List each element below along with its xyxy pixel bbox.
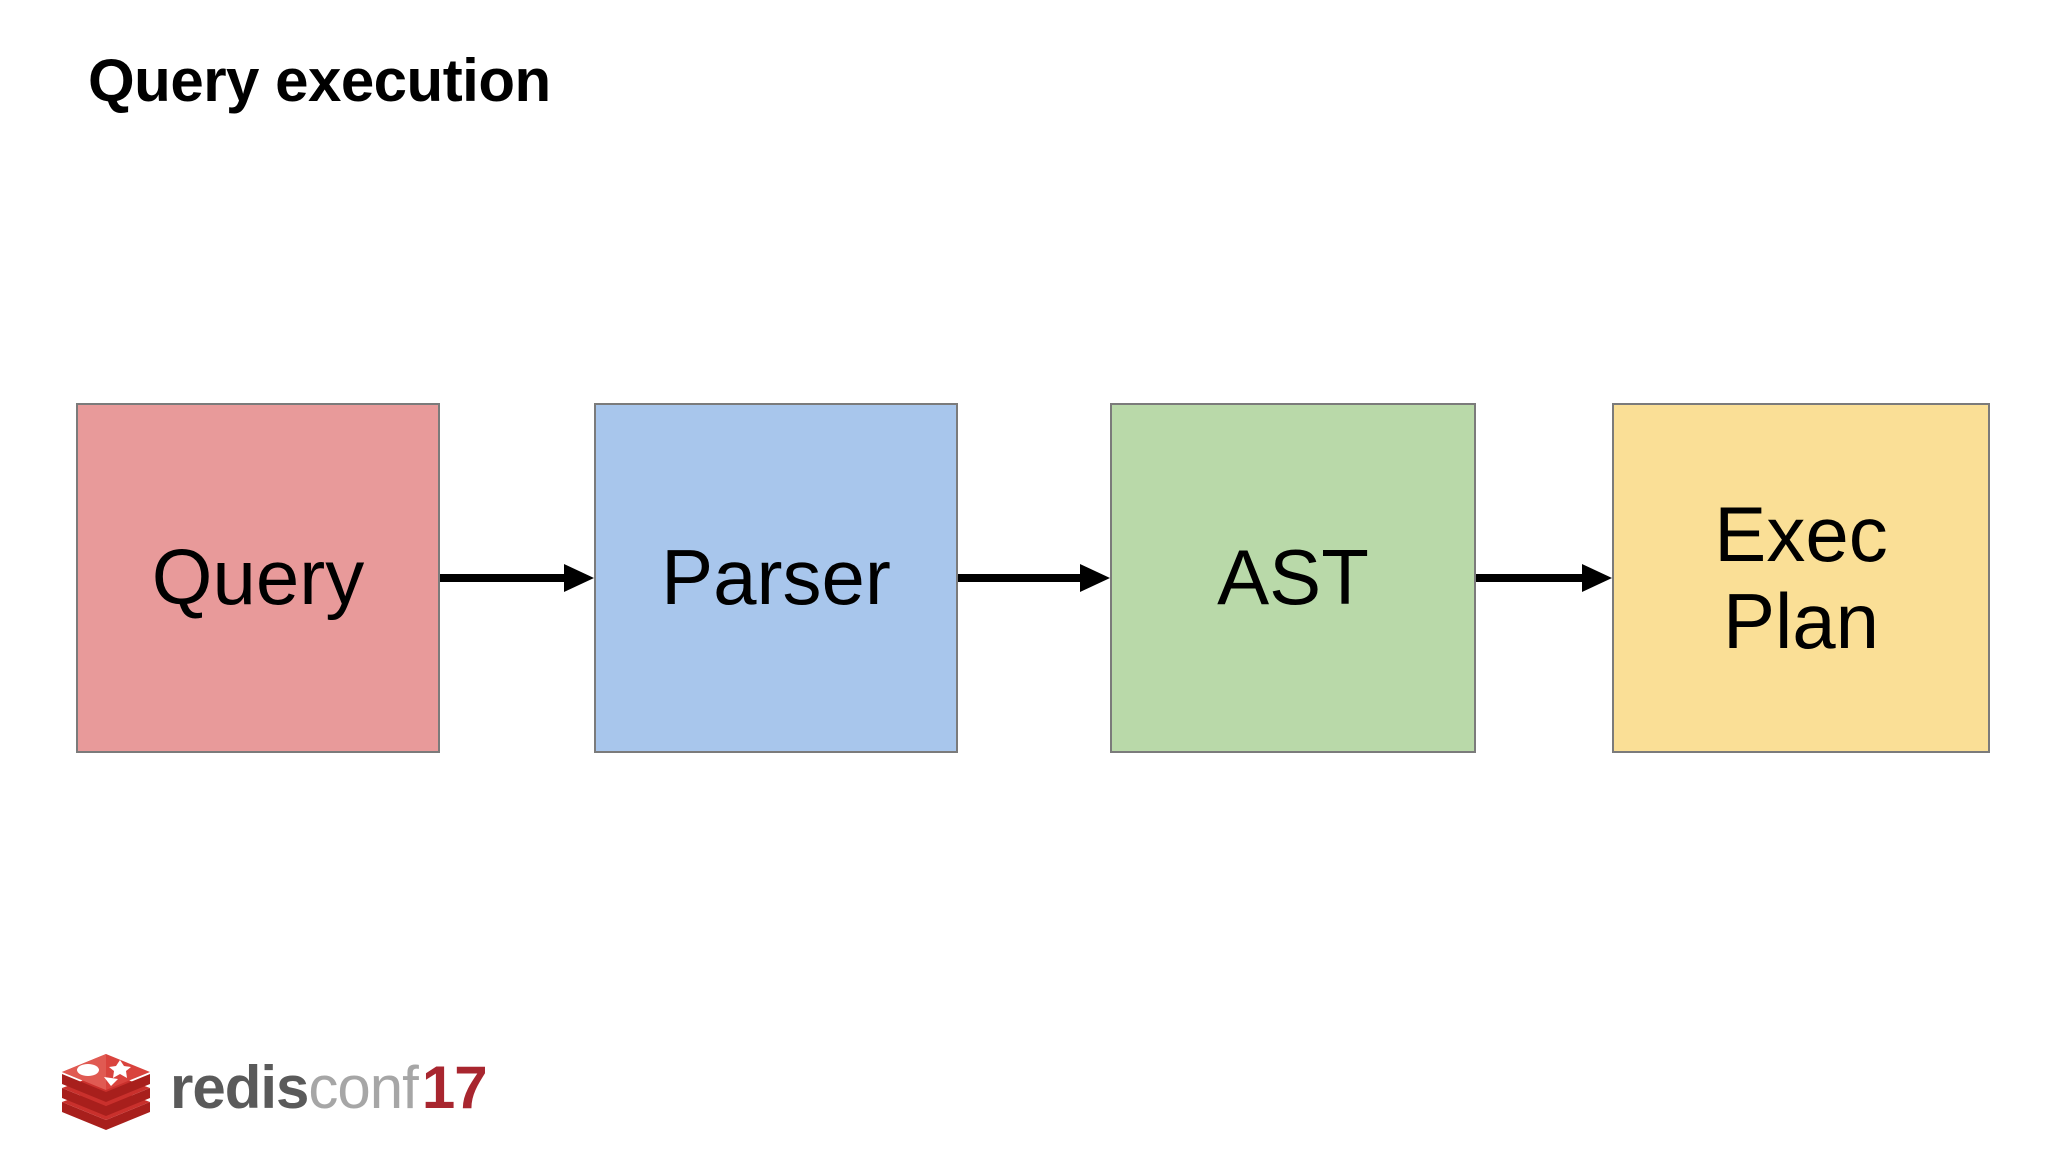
arrow-head-icon (564, 564, 594, 592)
arrow-head-icon (1582, 564, 1612, 592)
diagram-node-parser-label: Parser (661, 533, 891, 622)
arrow-shaft (440, 574, 564, 582)
diagram-node-exec-plan-label: Exec Plan (1714, 489, 1888, 665)
logo-wordmark-redis: redis (170, 1054, 309, 1121)
diagram-node-ast[interactable]: AST (1110, 403, 1476, 753)
page-title: Query execution (88, 47, 551, 114)
logo-wordmark: redis conf 17 (170, 1054, 488, 1121)
arrow-shaft (958, 574, 1080, 582)
logo-wordmark-year: 17 (421, 1054, 488, 1121)
arrow-head-icon (1080, 564, 1110, 592)
diagram-node-exec-plan[interactable]: Exec Plan (1612, 403, 1990, 753)
diagram-node-ast-label: AST (1217, 533, 1369, 622)
redis-cube-icon (58, 1046, 154, 1130)
diagram-arrow-parser-to-ast (958, 560, 1110, 596)
logo-wordmark-conf: conf (308, 1054, 418, 1121)
diagram-arrow-query-to-parser (440, 560, 594, 596)
diagram-node-query-label: Query (151, 533, 365, 622)
diagram-node-query[interactable]: Query (76, 403, 440, 753)
arrow-shaft (1476, 574, 1582, 582)
redisconf-logo: redis conf 17 (58, 1040, 488, 1136)
diagram-node-parser[interactable]: Parser (594, 403, 958, 753)
diagram-arrow-ast-to-exec-plan (1476, 560, 1612, 596)
